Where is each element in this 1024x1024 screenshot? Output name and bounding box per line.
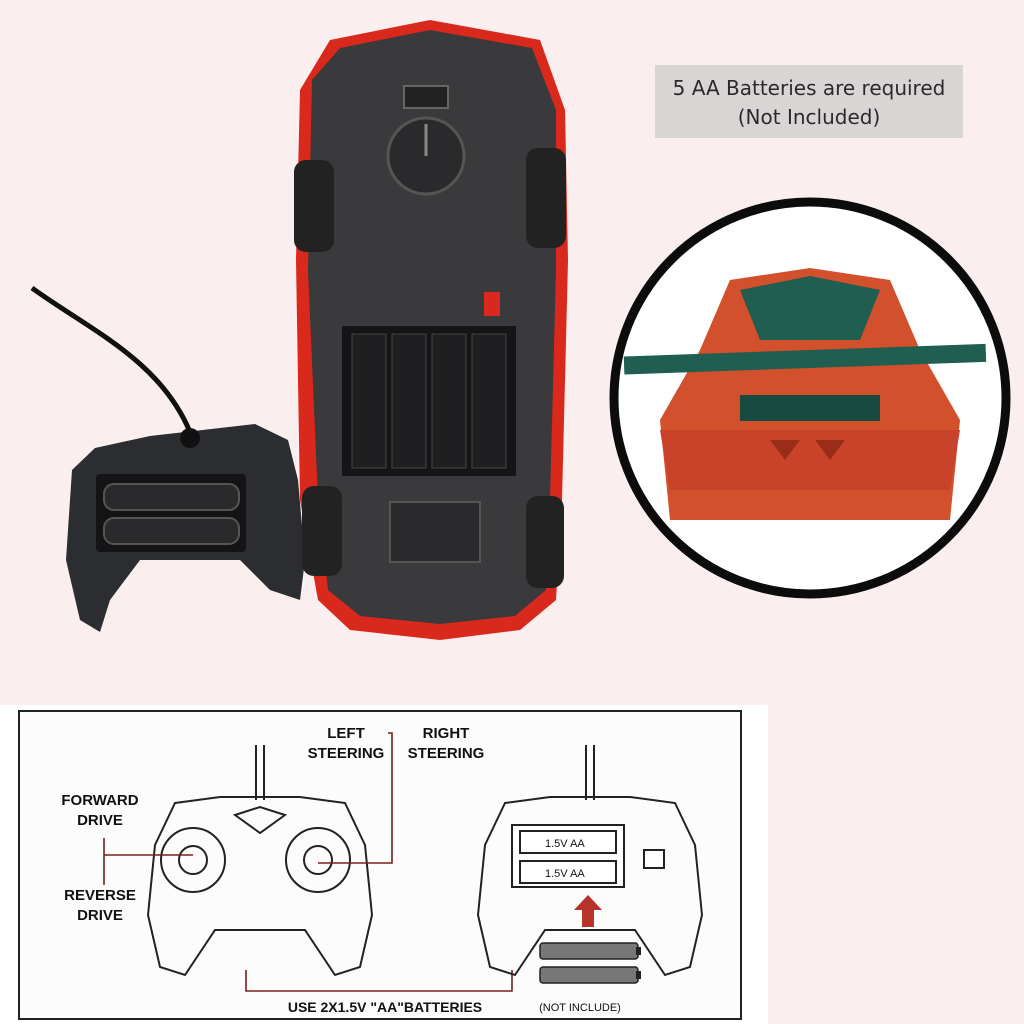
car-body-photo	[294, 20, 568, 640]
left-steering-label: LEFT STEERING	[307, 725, 385, 762]
arrow-up-icon	[574, 895, 602, 927]
controller-back-drawing	[476, 745, 704, 977]
controller-front-drawing	[146, 745, 374, 977]
reverse-drive-label: REVERSE DRIVE	[64, 887, 136, 924]
car-underside-photo	[30, 20, 568, 640]
battery-cell-label-1: 1.5V AA	[545, 838, 585, 850]
battery-cell-label-2: 1.5V AA	[545, 868, 585, 880]
controller-photo	[66, 424, 305, 632]
battery-note-line2: (Not Included)	[737, 105, 881, 129]
battery-note-line1: 5 AA Batteries are required	[672, 76, 946, 100]
battery-icon	[539, 942, 641, 984]
right-steering-label: RIGHT STEERING	[407, 725, 485, 762]
manual-diagram: 1.5V AA 1.5V AA	[103, 732, 704, 992]
pointer-lines	[103, 732, 513, 992]
car-rear-closeup	[609, 197, 1011, 599]
use-batteries-label: USE 2X1.5V "AA"BATTERIES	[287, 999, 483, 1015]
battery-requirement-note: 5 AA Batteries are required (Not Include…	[655, 65, 963, 138]
not-include-label: (NOT INCLUDE)	[539, 1002, 621, 1014]
forward-drive-label: FORWARD DRIVE	[61, 792, 139, 829]
